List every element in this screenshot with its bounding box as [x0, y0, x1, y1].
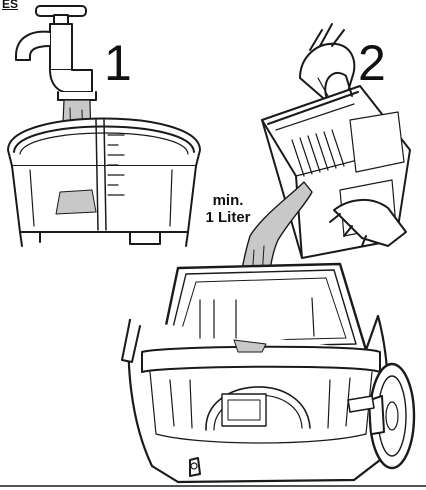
- hand-bottom-icon: [329, 199, 407, 247]
- annotation-line-1: min.: [212, 192, 244, 209]
- latch-clip-icon: [347, 395, 375, 413]
- cleaner-machine-body: [121, 262, 390, 484]
- fresh-water-tank-small: [7, 117, 201, 247]
- step-number-1: 1: [104, 35, 132, 91]
- wheel-icon: [368, 362, 416, 470]
- faucet-icon: [15, 5, 97, 101]
- min-volume-annotation: min. 1 Liter: [198, 192, 258, 226]
- hand-top-icon: [299, 23, 356, 105]
- step-number-2: 2: [358, 35, 386, 91]
- annotation-line-2: 1 Liter: [205, 209, 251, 226]
- corner-label: ES: [2, 0, 19, 11]
